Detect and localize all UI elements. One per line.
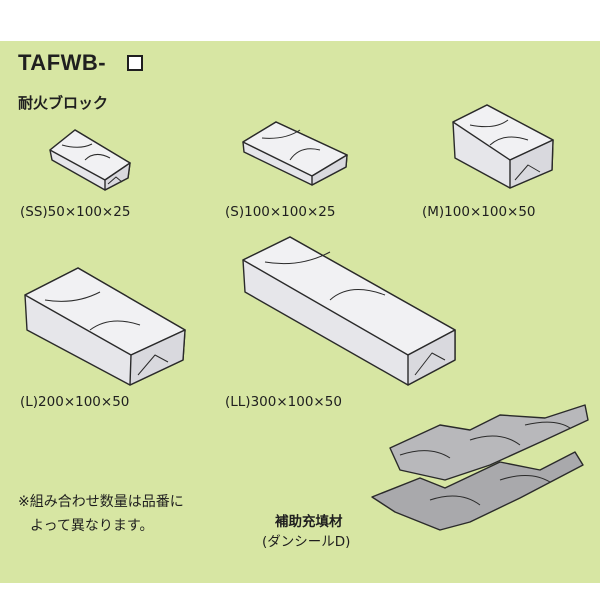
block-ll-illustration	[242, 236, 456, 386]
block-m-illustration	[452, 104, 554, 189]
product-subtitle: 耐火ブロック	[18, 94, 109, 112]
quantity-note-line2: よって異なります。	[30, 518, 154, 534]
filler-material-sublabel: (ダンシールD)	[262, 534, 351, 550]
block-l-caption: (L)200×100×50	[20, 394, 130, 410]
block-l-illustration	[24, 267, 186, 386]
filler-material-label: 補助充填材	[275, 514, 343, 530]
code-placeholder-box	[127, 55, 143, 71]
block-ss-illustration	[49, 129, 131, 191]
block-ll-caption: (LL)300×100×50	[225, 394, 342, 410]
block-s-caption: (S)100×100×25	[225, 204, 336, 220]
block-s-illustration	[242, 121, 348, 186]
block-m-caption: (M)100×100×50	[422, 204, 536, 220]
product-code-title: TAFWB-	[18, 50, 107, 75]
quantity-note-line1: ※組み合わせ数量は品番に	[18, 494, 184, 510]
filler-material-illustration	[371, 404, 589, 531]
block-ss-caption: (SS)50×100×25	[20, 204, 131, 220]
